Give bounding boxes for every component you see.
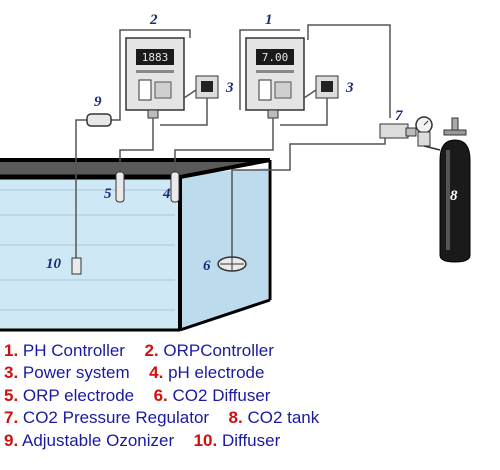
water-front xyxy=(0,175,178,330)
legend-number: 5. xyxy=(4,385,19,405)
tank-bottom-right-edge xyxy=(179,298,271,332)
connecting-wires xyxy=(75,24,391,260)
co2-pressure-regulator xyxy=(379,116,441,151)
legend-number: 7. xyxy=(4,408,19,428)
ph-controller-display: 7.00 xyxy=(262,51,289,64)
legend-label: Diffuser xyxy=(221,430,281,450)
water-right-side xyxy=(178,168,268,330)
ph-controller: 7.00 xyxy=(245,37,305,119)
air-diffuser xyxy=(71,257,82,275)
legend-item-co2-diffuser: 6. CO2 Diffuser xyxy=(154,385,271,407)
ozonizer xyxy=(86,113,112,127)
callout-9: 9 xyxy=(94,94,102,110)
tank-rim-right xyxy=(179,158,271,179)
legend-number: 8. xyxy=(228,408,243,428)
legend-label: PH Controller xyxy=(22,341,125,360)
callout-4: 4 xyxy=(162,186,171,202)
legend-item-ph-electrode: 4. pH electrode xyxy=(149,362,264,384)
power-unit-left xyxy=(195,75,219,99)
legend-number: 10. xyxy=(193,430,218,450)
orp-electrode xyxy=(115,171,125,203)
legend-item-orp-electrode: 5. ORP electrode xyxy=(4,385,134,407)
legend-label: pH electrode xyxy=(168,363,265,383)
legend-label: CO2 Pressure Regulator xyxy=(22,408,210,428)
legend-row: 1. PH Controller 2. ORPController xyxy=(4,340,498,362)
legend-label: CO2 Diffuser xyxy=(172,385,271,405)
callout-2: 2 xyxy=(149,12,158,28)
callout-6: 6 xyxy=(203,258,211,274)
legend-label: Adjustable Ozonizer xyxy=(21,430,175,450)
legend-item-co2-tank: 8. CO2 tank xyxy=(229,407,320,429)
callout-5: 5 xyxy=(104,186,112,202)
orp-controller-display: 1883 xyxy=(142,51,169,64)
legend-number: 9. xyxy=(4,430,19,450)
callout-8: 8 xyxy=(450,188,458,204)
legend-number: 6. xyxy=(153,385,168,405)
callout-3-left: 3 xyxy=(225,80,234,96)
legend-row: 7. CO2 Pressure Regulator 8. CO2 tank xyxy=(4,407,498,429)
orp-controller: 1883 xyxy=(125,37,185,119)
legend-number: 3. xyxy=(4,363,19,383)
legend-number: 2. xyxy=(144,341,159,360)
legend-label: ORP electrode xyxy=(22,385,135,405)
legend-row: 5. ORP electrode 6. CO2 Diffuser xyxy=(4,385,498,407)
ph-electrode xyxy=(170,171,180,203)
callout-3-right: 3 xyxy=(345,80,354,96)
legend-item-power-system: 3. Power system xyxy=(4,362,130,384)
legend-item-diffuser: 10. Diffuser xyxy=(194,430,281,452)
legend-item-ph-controller: 1. PH Controller xyxy=(4,340,125,362)
power-unit-right xyxy=(315,75,339,99)
legend: 1. PH Controller 2. ORPController 3. Pow… xyxy=(4,340,498,452)
aquarium-control-diagram: 1883 7.00 xyxy=(0,12,471,332)
callout-10: 10 xyxy=(46,256,62,272)
legend-item-co2-pressure-regulator: 7. CO2 Pressure Regulator xyxy=(4,407,209,429)
legend-row: 3. Power system 4. pH electrode xyxy=(4,362,498,384)
co2-diffuser xyxy=(217,256,247,272)
legend-label: ORPController xyxy=(163,341,274,360)
legend-number: 4. xyxy=(149,363,164,383)
legend-item-orp-controller: 2. ORPController xyxy=(144,340,273,362)
legend-label: CO2 tank xyxy=(247,408,320,428)
callout-1: 1 xyxy=(265,12,273,28)
callout-7: 7 xyxy=(395,108,403,124)
legend-item-adjustable-ozonizer: 9. Adjustable Ozonizer xyxy=(4,430,174,452)
legend-number: 1. xyxy=(4,341,19,360)
legend-row: 9. Adjustable Ozonizer 10. Diffuser xyxy=(4,430,498,452)
co2-tank xyxy=(439,117,471,263)
water-ripples xyxy=(0,189,175,311)
legend-label: Power system xyxy=(22,363,130,383)
